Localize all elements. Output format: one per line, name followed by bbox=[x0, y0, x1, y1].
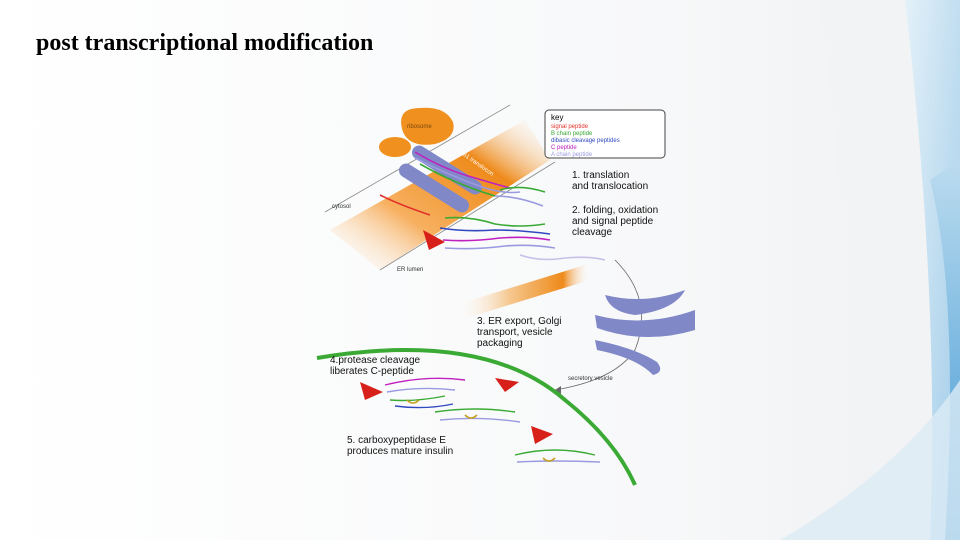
step1-line1: 1. translation bbox=[572, 170, 629, 181]
gold-disulfide-2 bbox=[464, 414, 478, 419]
step2-line1: 2. folding, oxidation bbox=[572, 205, 658, 216]
step4-line2: liberates C-peptide bbox=[330, 366, 414, 377]
key-legend: key signal peptide B chain peptide dibas… bbox=[544, 109, 666, 159]
gold-disulfide-1 bbox=[406, 399, 420, 404]
golgi-label: golgi bbox=[623, 342, 636, 348]
golgi: golgi bbox=[595, 290, 695, 375]
step1-line2: and translocation bbox=[572, 181, 648, 192]
secretory-vesicle-membrane bbox=[316, 348, 637, 486]
er-lumen-label: ER lumen bbox=[397, 267, 423, 273]
step3-line1: 3. ER export, Golgi bbox=[477, 316, 561, 327]
key-item-signal-peptide: signal peptide bbox=[551, 124, 589, 130]
key-item-c-peptide: C peptide bbox=[551, 145, 577, 151]
step3-line2: transport, vesicle bbox=[477, 327, 553, 338]
step5-line2: produces mature insulin bbox=[347, 446, 453, 457]
cytosol-label: cytosol bbox=[332, 204, 351, 210]
step3-line3: packaging bbox=[477, 338, 523, 349]
signal-peptide-fragment-1 bbox=[423, 230, 445, 250]
slide-title: post transcriptional modification bbox=[36, 30, 374, 56]
protease-marker-3 bbox=[531, 426, 553, 444]
step5-line1: 5. carboxypeptidase E bbox=[347, 435, 446, 446]
insulin-processing-diagram: ribosome sec61 translocon golgi bbox=[305, 100, 695, 490]
vesicle-peptides bbox=[384, 377, 601, 463]
key-heading: key bbox=[551, 113, 563, 122]
protease-marker-1 bbox=[360, 382, 383, 400]
key-item-a-chain: A chain peptide bbox=[551, 152, 593, 158]
ribosome-label: ribosome bbox=[407, 124, 432, 130]
peptide-chains bbox=[379, 151, 606, 261]
key-item-b-chain: B chain peptide bbox=[551, 131, 593, 137]
protease-marker-2 bbox=[495, 378, 519, 392]
er-lumen-line bbox=[379, 161, 556, 271]
transport-arrow bbox=[554, 259, 643, 391]
secretory-vesicle-label: secretory vesicle bbox=[568, 376, 613, 382]
vesicle-membrane-band bbox=[455, 265, 590, 320]
ribosome: ribosome bbox=[379, 107, 454, 157]
key-item-dibasic: dibasic cleavage peptides bbox=[551, 138, 620, 144]
step2-line2: and signal peptide bbox=[572, 216, 654, 227]
corner-shape-bottom bbox=[780, 380, 960, 540]
gold-disulfide-3 bbox=[542, 457, 556, 462]
step2-line3: cleavage bbox=[572, 227, 612, 238]
step4-line1: 4.protease cleavage bbox=[330, 355, 421, 366]
